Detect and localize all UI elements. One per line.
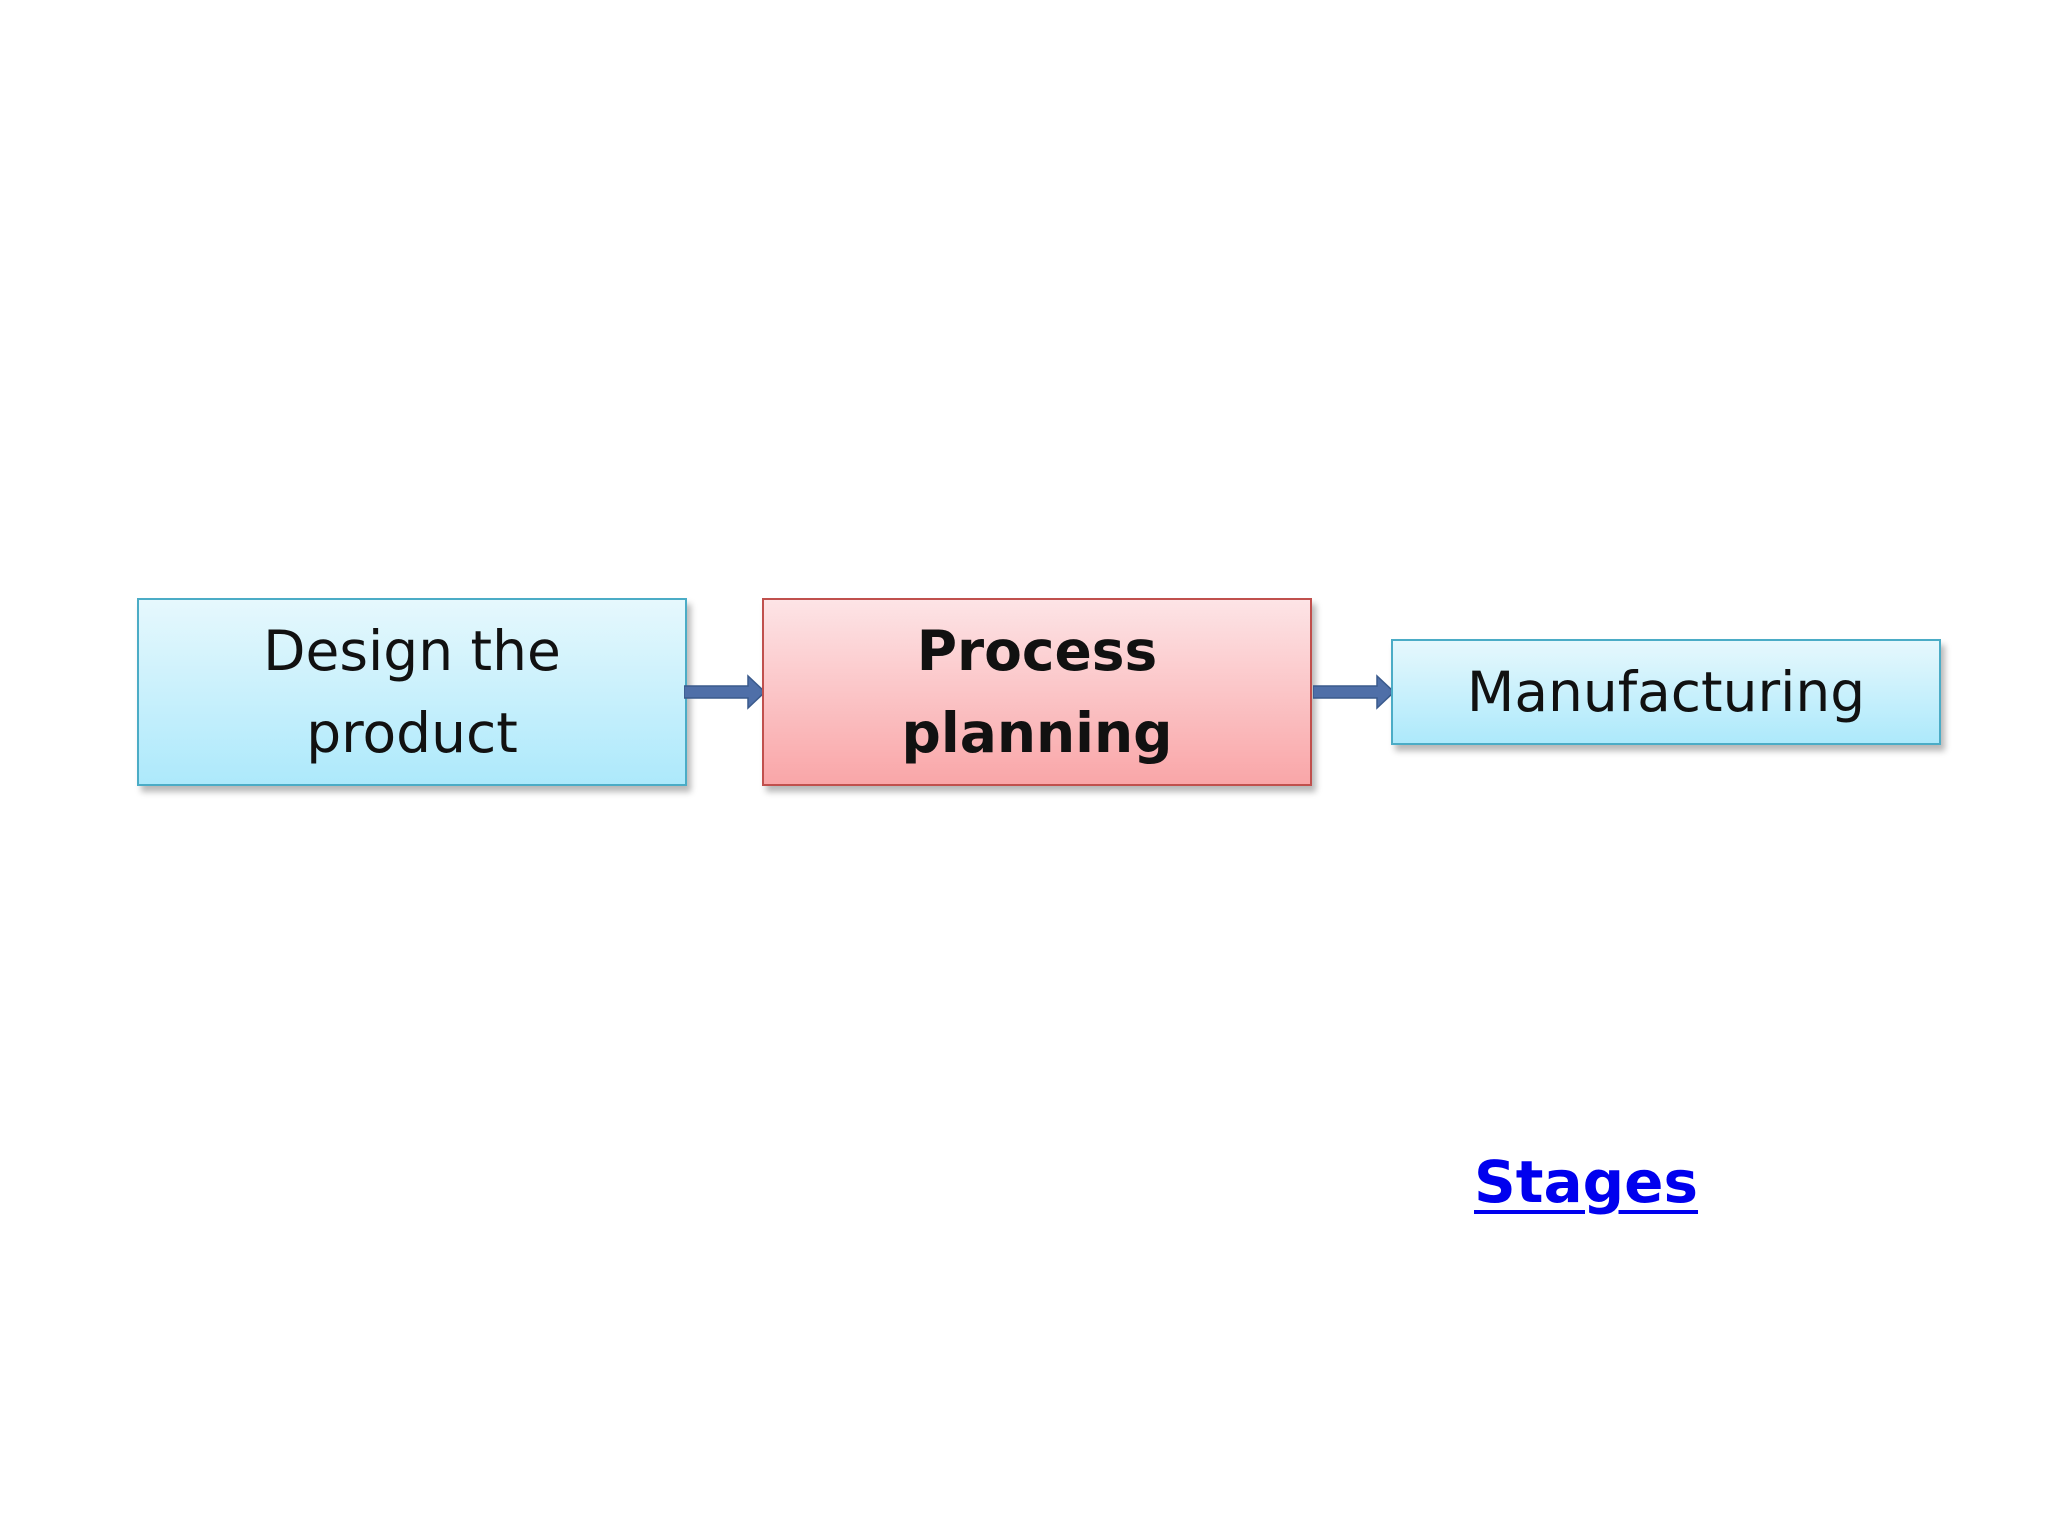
arrow-right-icon: [1313, 674, 1395, 710]
node-label: Design the product: [263, 610, 561, 774]
node-label: Process planning: [901, 610, 1172, 774]
node-label-line-1: Manufacturing: [1466, 660, 1866, 724]
node-design-the-product: Design the product: [137, 598, 687, 786]
stages-link[interactable]: Stages: [1474, 1148, 1699, 1216]
node-process-planning: Process planning: [762, 598, 1312, 786]
node-label-line-1: Design the: [263, 619, 561, 683]
node-label-line-2: product: [306, 701, 518, 765]
arrow-right-icon: [684, 674, 766, 710]
node-label-line-2: planning: [901, 701, 1173, 765]
node-label: Manufacturing: [1467, 651, 1865, 733]
node-label-line-1: Process: [916, 619, 1158, 683]
node-manufacturing: Manufacturing: [1391, 639, 1941, 745]
